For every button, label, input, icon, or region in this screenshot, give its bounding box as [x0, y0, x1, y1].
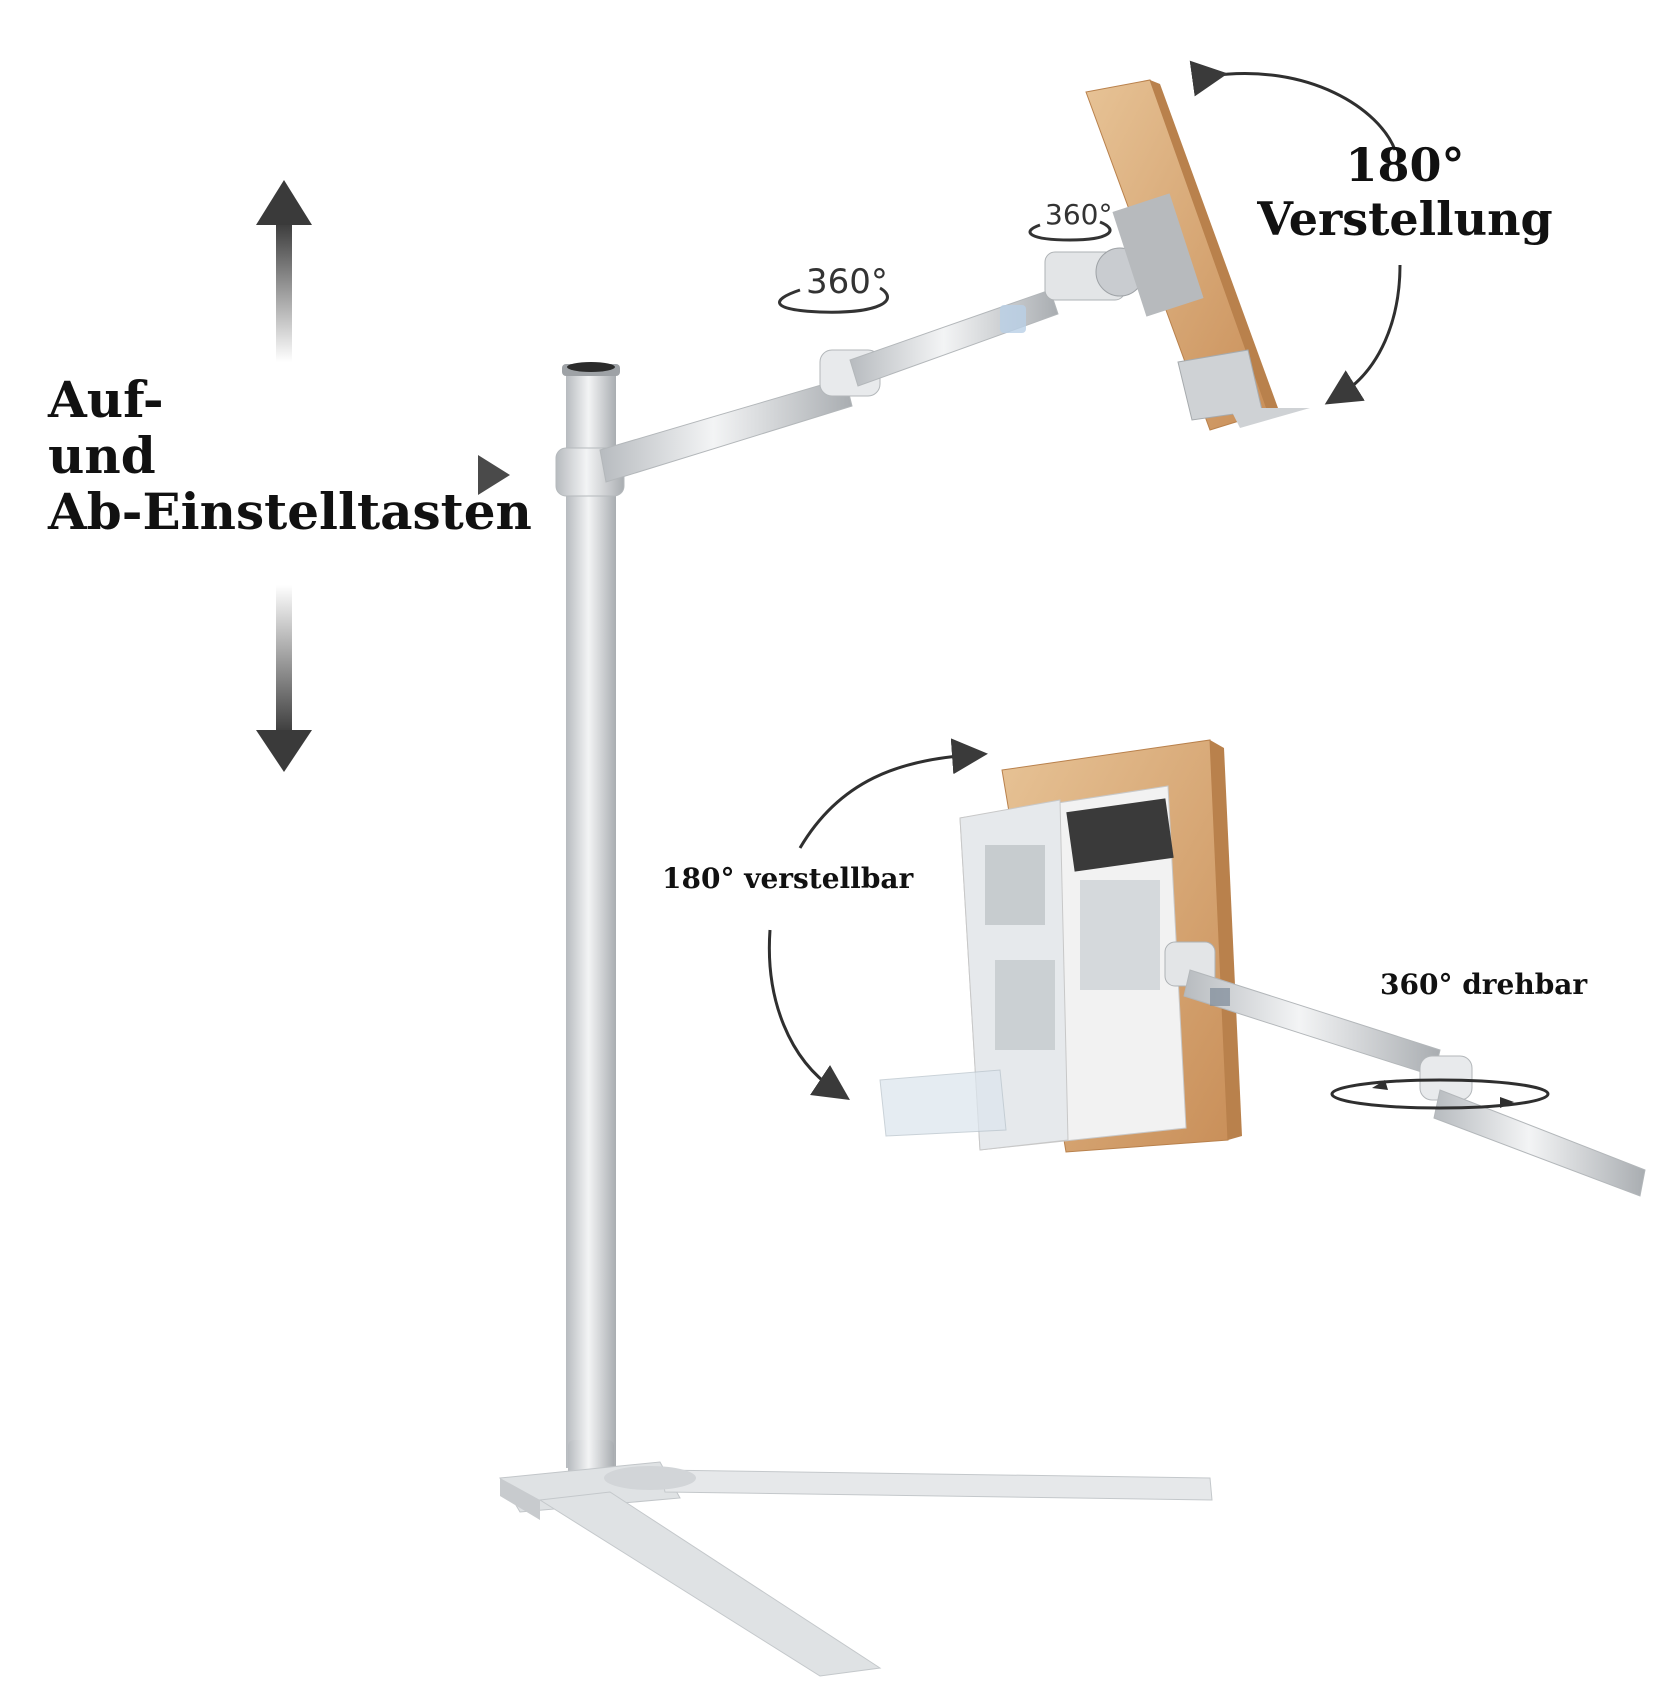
- rotation-arc-mid-icon: [798, 738, 988, 849]
- rotation-360-base-icon: [1330, 1078, 1550, 1110]
- lower-arm: [1164, 941, 1646, 1197]
- down-arrow-icon: [256, 585, 312, 772]
- rotation-label-degrees: 180°: [1345, 138, 1465, 192]
- rotation-arc-top-icon: [1189, 60, 1397, 151]
- stand-pole: [555, 362, 625, 1480]
- rotatable-label: 360° drehbar: [1380, 968, 1588, 1001]
- up-down-label-line-1: Auf-: [48, 370, 164, 429]
- book-holder-board: [879, 739, 1242, 1153]
- upper-arm: [599, 247, 1145, 483]
- rotation-label: 180° Verstellung: [1255, 138, 1555, 246]
- up-arrow-icon: [256, 180, 312, 362]
- rotation-label-text: Verstellung: [1257, 192, 1553, 246]
- stand-base: [499, 1461, 1213, 1677]
- up-down-label-line-2: und: [48, 426, 156, 485]
- arm-rotation-label: 360°: [806, 262, 888, 302]
- top-tablet-board: [1085, 79, 1310, 431]
- rotation-360-icon: [778, 286, 889, 314]
- up-down-label: Auf- und Ab-Einstelltasten: [48, 372, 532, 540]
- pointer-triangle-icon: [478, 455, 510, 495]
- rotation-arc-top-lower-icon: [1324, 264, 1402, 405]
- rotation-arc-mid-lower-icon: [767, 929, 850, 1100]
- adjustable-label: 180° verstellbar: [662, 862, 914, 895]
- up-down-label-line-3: Ab-Einstelltasten: [48, 482, 532, 541]
- rotation-360-small-icon: [1028, 220, 1112, 242]
- head-rotation-label: 360°: [1045, 198, 1113, 231]
